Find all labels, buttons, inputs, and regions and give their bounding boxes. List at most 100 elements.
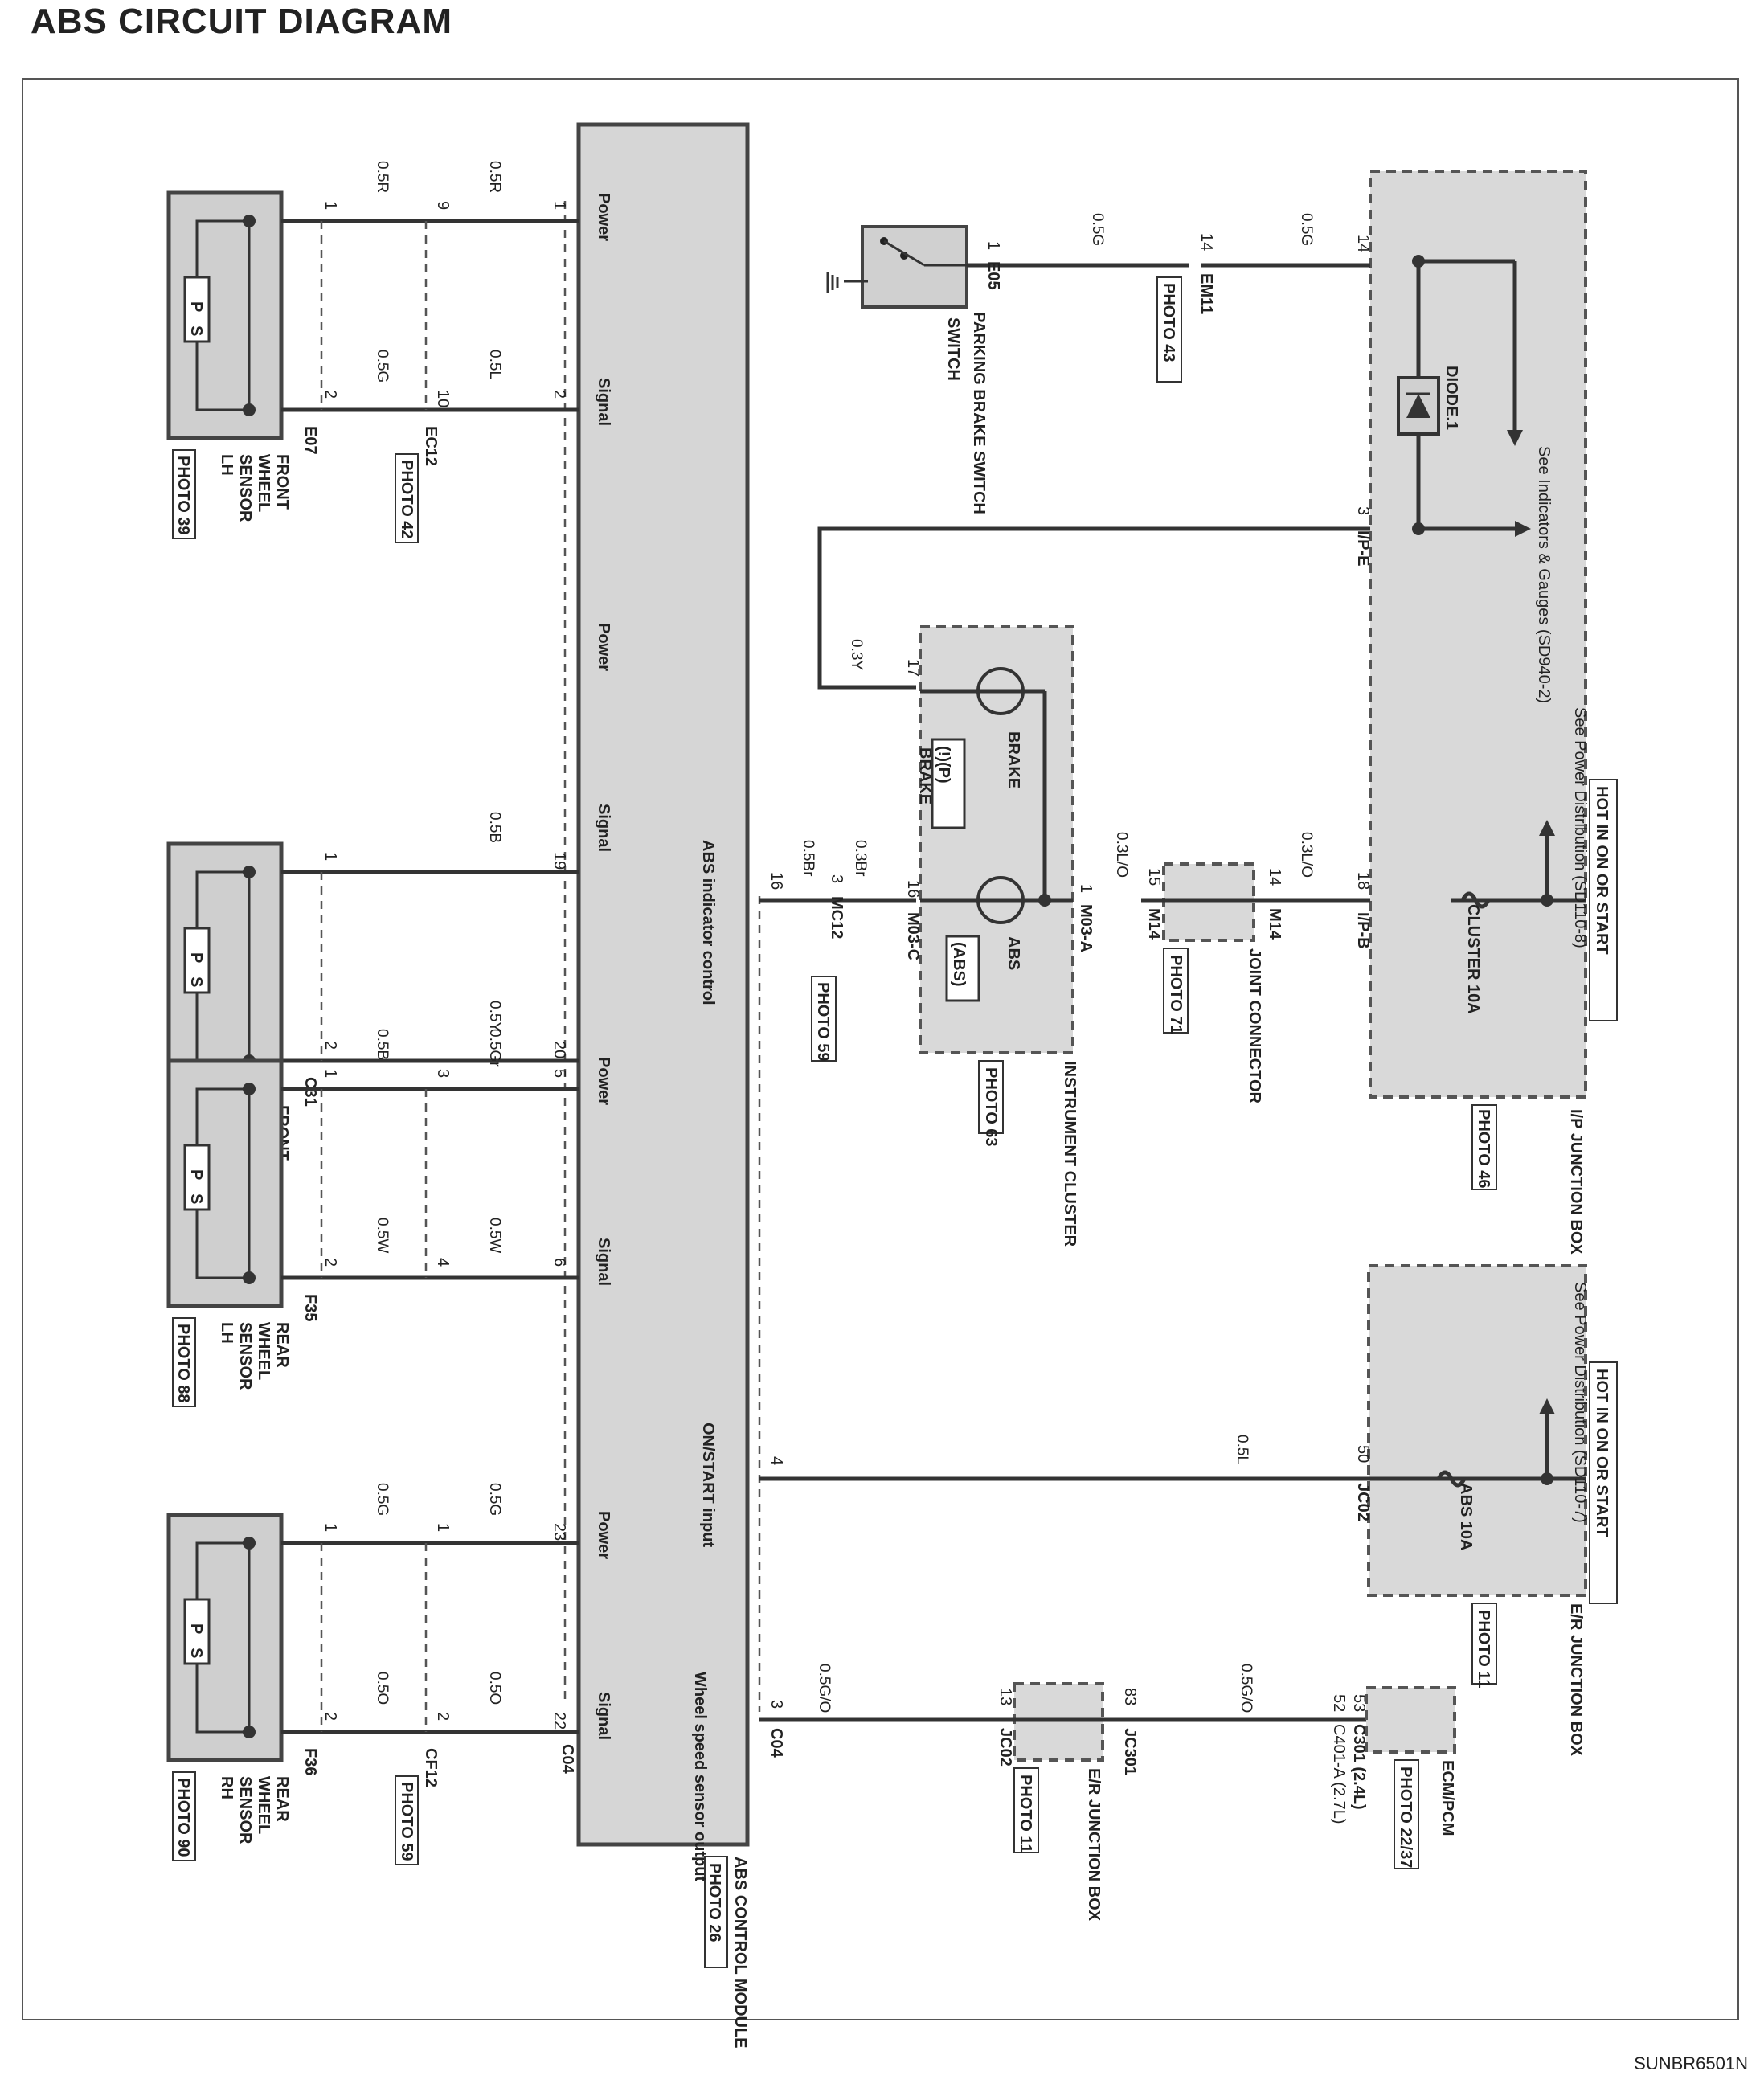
mid-connector: EC12 bbox=[422, 426, 440, 466]
ecm-name: ECM/PCM bbox=[1439, 1760, 1456, 1836]
ip-pin14: 14 bbox=[1354, 235, 1372, 252]
sensor-pin: 1 bbox=[321, 1523, 339, 1532]
sensor-pin: 1 bbox=[321, 852, 339, 861]
parking-brake-label: PARKING BRAKE SWITCH bbox=[970, 312, 988, 514]
label-abs-indicator: ABS indicator control bbox=[699, 840, 717, 1005]
sensor-pin: 1 bbox=[321, 1069, 339, 1078]
er2-module-conn: C04 bbox=[767, 1728, 785, 1758]
wire-color: 0.5G bbox=[486, 1483, 503, 1516]
sensor-name: SENSOR bbox=[236, 1322, 254, 1390]
sensor-s: S bbox=[187, 1193, 205, 1204]
wire-color: 0.5Y bbox=[486, 1001, 503, 1032]
sensor-s: S bbox=[187, 1648, 205, 1658]
label-power-19: Power bbox=[595, 623, 612, 671]
ip-junction-photo: PHOTO 46 bbox=[1475, 1109, 1492, 1189]
sensor-p: P bbox=[187, 1169, 205, 1180]
er-junction-name: E/R JUNCTION BOX bbox=[1567, 1603, 1585, 1757]
ecm-pcm bbox=[1365, 1686, 1456, 1754]
er2-wire-b: 0.5G/O bbox=[1238, 1664, 1254, 1713]
sensor-pin: 2 bbox=[321, 390, 339, 399]
er-fuse-label: ABS 10A bbox=[1457, 1483, 1475, 1550]
sensor-photo: PHOTO 90 bbox=[174, 1778, 192, 1857]
mc12-wire-b: 0.3Br bbox=[852, 840, 869, 877]
mc12-photo: PHOTO 59 bbox=[814, 982, 832, 1062]
sensor-name: SENSOR bbox=[236, 454, 254, 522]
cluster-conn-c: M03-C bbox=[904, 912, 922, 960]
wire-color: 0.5O bbox=[486, 1672, 503, 1705]
module-pin: 1 bbox=[550, 201, 568, 210]
sensor-pin: 2 bbox=[321, 1712, 339, 1721]
ecm-conn-b: C401-A (2.7L) bbox=[1330, 1724, 1348, 1824]
er2-conn13: JC02 bbox=[997, 1728, 1014, 1767]
diagram-frame bbox=[22, 78, 1739, 2020]
ip-pin3: 3 bbox=[1354, 506, 1372, 515]
wire-color: 0.5R bbox=[486, 161, 503, 193]
diode-label: DIODE.1 bbox=[1443, 366, 1460, 430]
abs-control-module bbox=[563, 122, 761, 1847]
er2-wire-a: 0.5G/O bbox=[816, 1664, 833, 1713]
sensor-s: S bbox=[187, 325, 205, 336]
footer-code: SUNBR6501N bbox=[1634, 2053, 1748, 2074]
svg-text:PARKING BRAKE SWITCH: PARKING BRAKE SWITCH bbox=[970, 312, 988, 514]
mid-pin: 1 bbox=[434, 1523, 452, 1532]
er-hot-label: HOT IN ON OR START bbox=[1593, 1369, 1611, 1537]
er2-pin13: 13 bbox=[997, 1688, 1014, 1705]
cluster-name: INSTRUMENT CLUSTER bbox=[1061, 1061, 1078, 1247]
ip-hot-label: HOT IN ON OR START bbox=[1593, 786, 1611, 955]
svg-text:PHOTO 26: PHOTO 26 bbox=[706, 1863, 723, 1943]
cluster-photo: PHOTO 63 bbox=[982, 1067, 1000, 1147]
cluster-pin1: 1 bbox=[1077, 884, 1095, 893]
abs-module-name: ABS CONTROL MODULE PHOTO 26 bbox=[704, 1856, 749, 2049]
wheel-sensor-3: PS1256340.5B0.5W0.5Gr0.5WF35REARWHEELSEN… bbox=[166, 1029, 579, 1407]
er-junction-box-2 bbox=[759, 1682, 1398, 1762]
mc12-pin: 3 bbox=[828, 874, 845, 883]
em11-pin: 14 bbox=[1197, 233, 1215, 251]
joint-wire-in: 0.3L/O bbox=[1113, 832, 1130, 878]
module-pin: 19 bbox=[550, 852, 568, 870]
mid-photo: PHOTO 59 bbox=[398, 1782, 415, 1861]
joint-wire-out: 0.3L/O bbox=[1298, 832, 1315, 878]
wire-color: 0.5B bbox=[486, 812, 503, 843]
cluster-wire17: 0.3Y bbox=[848, 639, 865, 670]
sensor-p: P bbox=[187, 1623, 205, 1634]
em11-wire: 0.5G bbox=[1298, 213, 1315, 246]
mc12-connector: MC12 bbox=[828, 896, 845, 939]
module-pin: 20 bbox=[550, 1041, 568, 1058]
joint-pin15: 15 bbox=[1145, 868, 1163, 886]
mc12-wire-a: 0.5Br bbox=[800, 840, 817, 877]
sensor-name: FRONT bbox=[273, 454, 291, 510]
er2-pin83: 83 bbox=[1121, 1688, 1139, 1705]
sensor-pin: 2 bbox=[321, 1041, 339, 1050]
sensor-pin: 1 bbox=[321, 201, 339, 210]
sensor-photo: PHOTO 39 bbox=[174, 456, 192, 535]
er-junction-box bbox=[759, 1264, 1587, 1597]
wire-color: 0.5R bbox=[374, 161, 391, 193]
er2-conn83: JC301 bbox=[1121, 1728, 1139, 1775]
mid-photo: PHOTO 42 bbox=[398, 460, 415, 539]
wire-color: 0.5W bbox=[374, 1218, 391, 1253]
cluster-pin16: 16 bbox=[904, 880, 922, 898]
er-wire: 0.5L bbox=[1234, 1435, 1250, 1464]
er-junction-photo: PHOTO 11 bbox=[1475, 1610, 1492, 1688]
label-power-23: Power bbox=[595, 1511, 612, 1559]
module-pin: 2 bbox=[550, 390, 568, 399]
ip-pin18: 18 bbox=[1354, 872, 1372, 890]
label-signal-20: Signal bbox=[595, 804, 612, 852]
cluster-conn-a: M03-A bbox=[1077, 904, 1095, 952]
abs-lamp-symbol: (ABS) bbox=[950, 942, 968, 987]
sensor-name: REAR bbox=[273, 1776, 291, 1822]
ip-fuse-label: CLUSTER 10A bbox=[1464, 904, 1482, 1014]
sensor-p: P bbox=[187, 301, 205, 312]
ip-junction-box bbox=[1369, 170, 1587, 1099]
er-connector: JC02 bbox=[1354, 1483, 1372, 1521]
abs-lamp-label: ABS bbox=[1005, 936, 1022, 970]
label-signal-6: Signal bbox=[595, 1238, 612, 1286]
module-pin: 6 bbox=[550, 1258, 568, 1267]
page-title: ABS CIRCUIT DIAGRAM bbox=[31, 2, 452, 41]
parking-brake-switch bbox=[826, 225, 968, 309]
svg-text:SWITCH: SWITCH bbox=[944, 317, 962, 381]
sensor-connector: C31 bbox=[301, 1077, 319, 1107]
